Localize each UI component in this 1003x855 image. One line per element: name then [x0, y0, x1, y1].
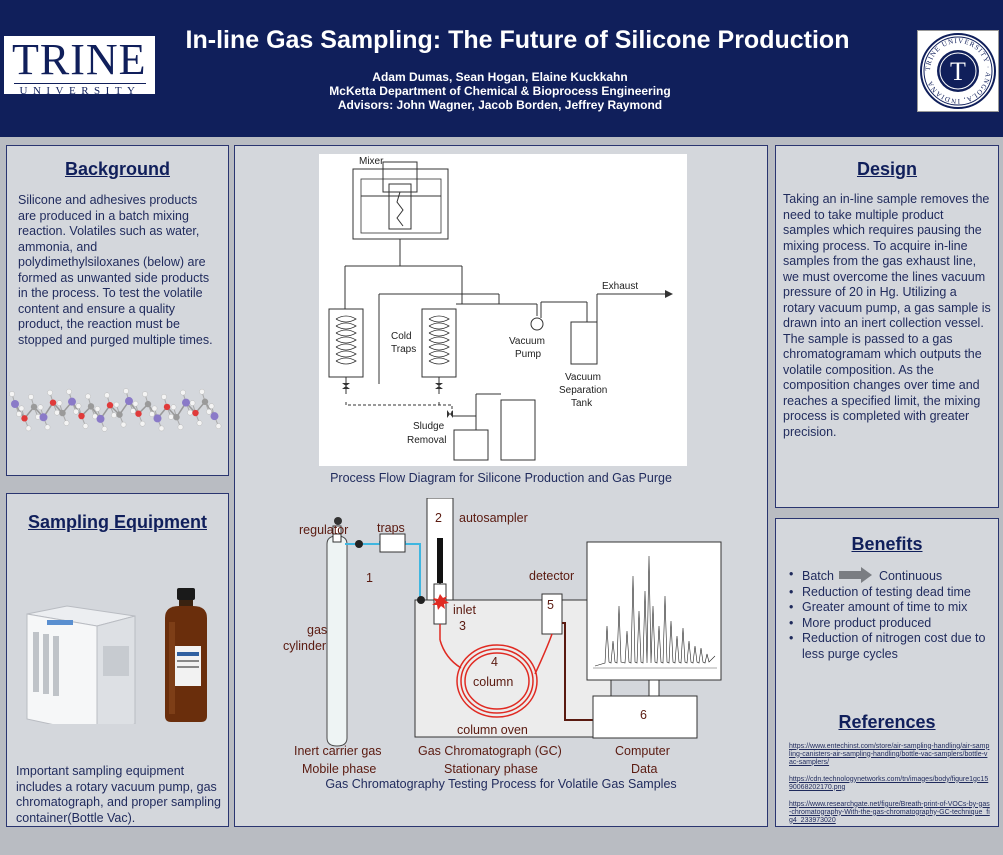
- center-panel: Mixer Exhaust Cold Traps Vacuum Pump Vac…: [234, 145, 768, 827]
- injection-spark-icon: [432, 594, 449, 610]
- gc-instrument-icon: [26, 605, 136, 724]
- advisors-line: Advisors: John Wagner, Jacob Borden, Jef…: [337, 98, 663, 112]
- continuous-label: Continuous: [878, 569, 943, 583]
- gc-number-6: 6: [640, 708, 647, 722]
- benefits-heading: Benefits: [851, 534, 923, 554]
- computer-icon: [592, 695, 698, 739]
- benefit-item: More product produced: [787, 616, 992, 632]
- gc-mobile-label: Mobile phase: [302, 762, 376, 776]
- gc-column-oven-label: column oven: [457, 723, 528, 737]
- reference-link[interactable]: https://www.researchgate.net/figure/Brea…: [789, 800, 990, 824]
- gc-number-2: 2: [435, 511, 442, 525]
- vacuum-pump-icon: [530, 317, 544, 331]
- design-text: Taking an in-line sample removes the nee…: [783, 192, 991, 439]
- poster-title: In-line Gas Sampling: The Future of Sili…: [185, 26, 850, 54]
- department-line: McKetta Department of Chemical & Bioproc…: [329, 84, 671, 98]
- gc-cylinder-label: cylinder: [283, 639, 326, 653]
- gc-inlet-label: inlet: [453, 603, 476, 617]
- chromatogram-display: [586, 541, 722, 681]
- batch-label: Batch: [802, 569, 834, 583]
- seal-letter: T: [950, 57, 966, 86]
- benefit-item: Reduction of testing dead time: [787, 585, 992, 601]
- pfd-cold-label: Cold: [391, 331, 412, 342]
- poster-header: TRINE UNIVERSITY In-line Gas Sampling: T…: [0, 0, 1003, 137]
- gc-computer-label: Computer: [615, 744, 670, 758]
- benefit-item: Reduction of nitrogen cost due to less p…: [787, 631, 992, 662]
- logo-sub-text: UNIVERSITY: [14, 83, 146, 97]
- column-coil: [456, 644, 538, 718]
- university-seal: TRINE UNIVERSITY · ANGOLA, INDIANA T: [917, 30, 999, 112]
- gc-caption: Gas Chromatography Testing Process for V…: [325, 777, 677, 791]
- traps-box: [379, 533, 406, 553]
- sampling-heading: Sampling Equipment: [27, 512, 207, 532]
- equipment-image: [26, 588, 207, 724]
- gc-traps-label: traps: [377, 521, 405, 535]
- pdms-molecule-image: [9, 388, 222, 432]
- valve-icon: [355, 540, 363, 548]
- pfd-sludge-label: Sludge: [413, 421, 445, 432]
- reference-link[interactable]: https://www.entechinst.com/store/air-sam…: [789, 742, 990, 766]
- sampling-equipment-panel: Sampling Equipment Important sampling eq…: [6, 493, 229, 827]
- gc-gas-label: gas: [307, 623, 327, 637]
- trine-logo: TRINE UNIVERSITY: [3, 35, 156, 97]
- bottle-vac-icon: [165, 588, 207, 722]
- gc-data-label: Data: [631, 762, 657, 776]
- gc-number-5: 5: [547, 598, 554, 612]
- vacuum-separation-tank: [570, 321, 598, 365]
- pfd-caption: Process Flow Diagram for Silicone Produc…: [330, 471, 672, 485]
- gc-number-4: 4: [491, 655, 498, 669]
- gc-name-label: Gas Chromatograph (GC): [418, 744, 562, 758]
- gc-autosampler-label: autosampler: [459, 511, 528, 525]
- sludge-tank-left: [453, 429, 489, 461]
- authors-line: Adam Dumas, Sean Hogan, Elaine Kuckkahn: [372, 70, 628, 84]
- benefits-list: Batch Continuous Reduction of testing de…: [787, 567, 992, 663]
- design-panel: Design Taking an in-line sample removes …: [775, 145, 999, 508]
- gc-number-3: 3: [459, 619, 466, 633]
- author-block: Adam Dumas, Sean Hogan, Elaine Kuckkahn …: [160, 70, 840, 112]
- pfd-traps-label: Traps: [391, 344, 416, 355]
- pfd-vacuum-label: Vacuum: [509, 336, 545, 347]
- pfd-exhaust-label: Exhaust: [602, 281, 638, 292]
- logo-main-text: TRINE: [12, 35, 147, 84]
- reference-link[interactable]: https://cdn.technologynetworks.com/tn/im…: [789, 775, 989, 791]
- references-list: https://www.entechinst.com/store/air-sam…: [789, 743, 990, 825]
- gc-column-label: column: [473, 675, 513, 689]
- gc-stationary-label: Stationary phase: [444, 762, 538, 776]
- pfd-separation-label: Separation: [559, 385, 607, 396]
- gc-regulator-label: regulator: [299, 523, 348, 537]
- pfd-tank-label: Tank: [571, 398, 593, 409]
- gc-detector-label: detector: [529, 569, 574, 583]
- benefit-batch-item: Batch Continuous: [787, 567, 992, 585]
- pfd-vacuum2-label: Vacuum: [565, 372, 601, 383]
- benefits-panel: Benefits Batch Continuous Reduction of t…: [775, 518, 999, 827]
- background-text: Silicone and adhesives products are prod…: [18, 193, 213, 347]
- process-flow-diagram: Mixer Exhaust Cold Traps Vacuum Pump Vac…: [319, 154, 687, 466]
- gc-number-1: 1: [366, 571, 373, 585]
- background-heading: Background: [64, 159, 170, 179]
- pfd-removal-label: Removal: [407, 435, 446, 446]
- pfd-mixer-label: Mixer: [359, 156, 384, 167]
- design-heading: Design: [856, 159, 917, 179]
- gas-cylinder-icon: [326, 535, 348, 747]
- benefit-item: Greater amount of time to mix: [787, 600, 992, 616]
- arrow-right-icon: [839, 567, 873, 583]
- gc-inert-label: Inert carrier gas: [294, 744, 382, 758]
- gc-diagram: regulator traps 2 autosampler detector 1…: [283, 498, 722, 776]
- sludge-tank-right: [500, 399, 536, 461]
- seal-icon: TRINE UNIVERSITY · ANGOLA, INDIANA T: [920, 33, 996, 109]
- references-heading: References: [838, 711, 936, 732]
- background-panel: Background Silicone and adhesives produc…: [6, 145, 229, 476]
- sampling-text: Important sampling equipment includes a …: [16, 764, 221, 825]
- pfd-pump-label: Pump: [515, 349, 542, 360]
